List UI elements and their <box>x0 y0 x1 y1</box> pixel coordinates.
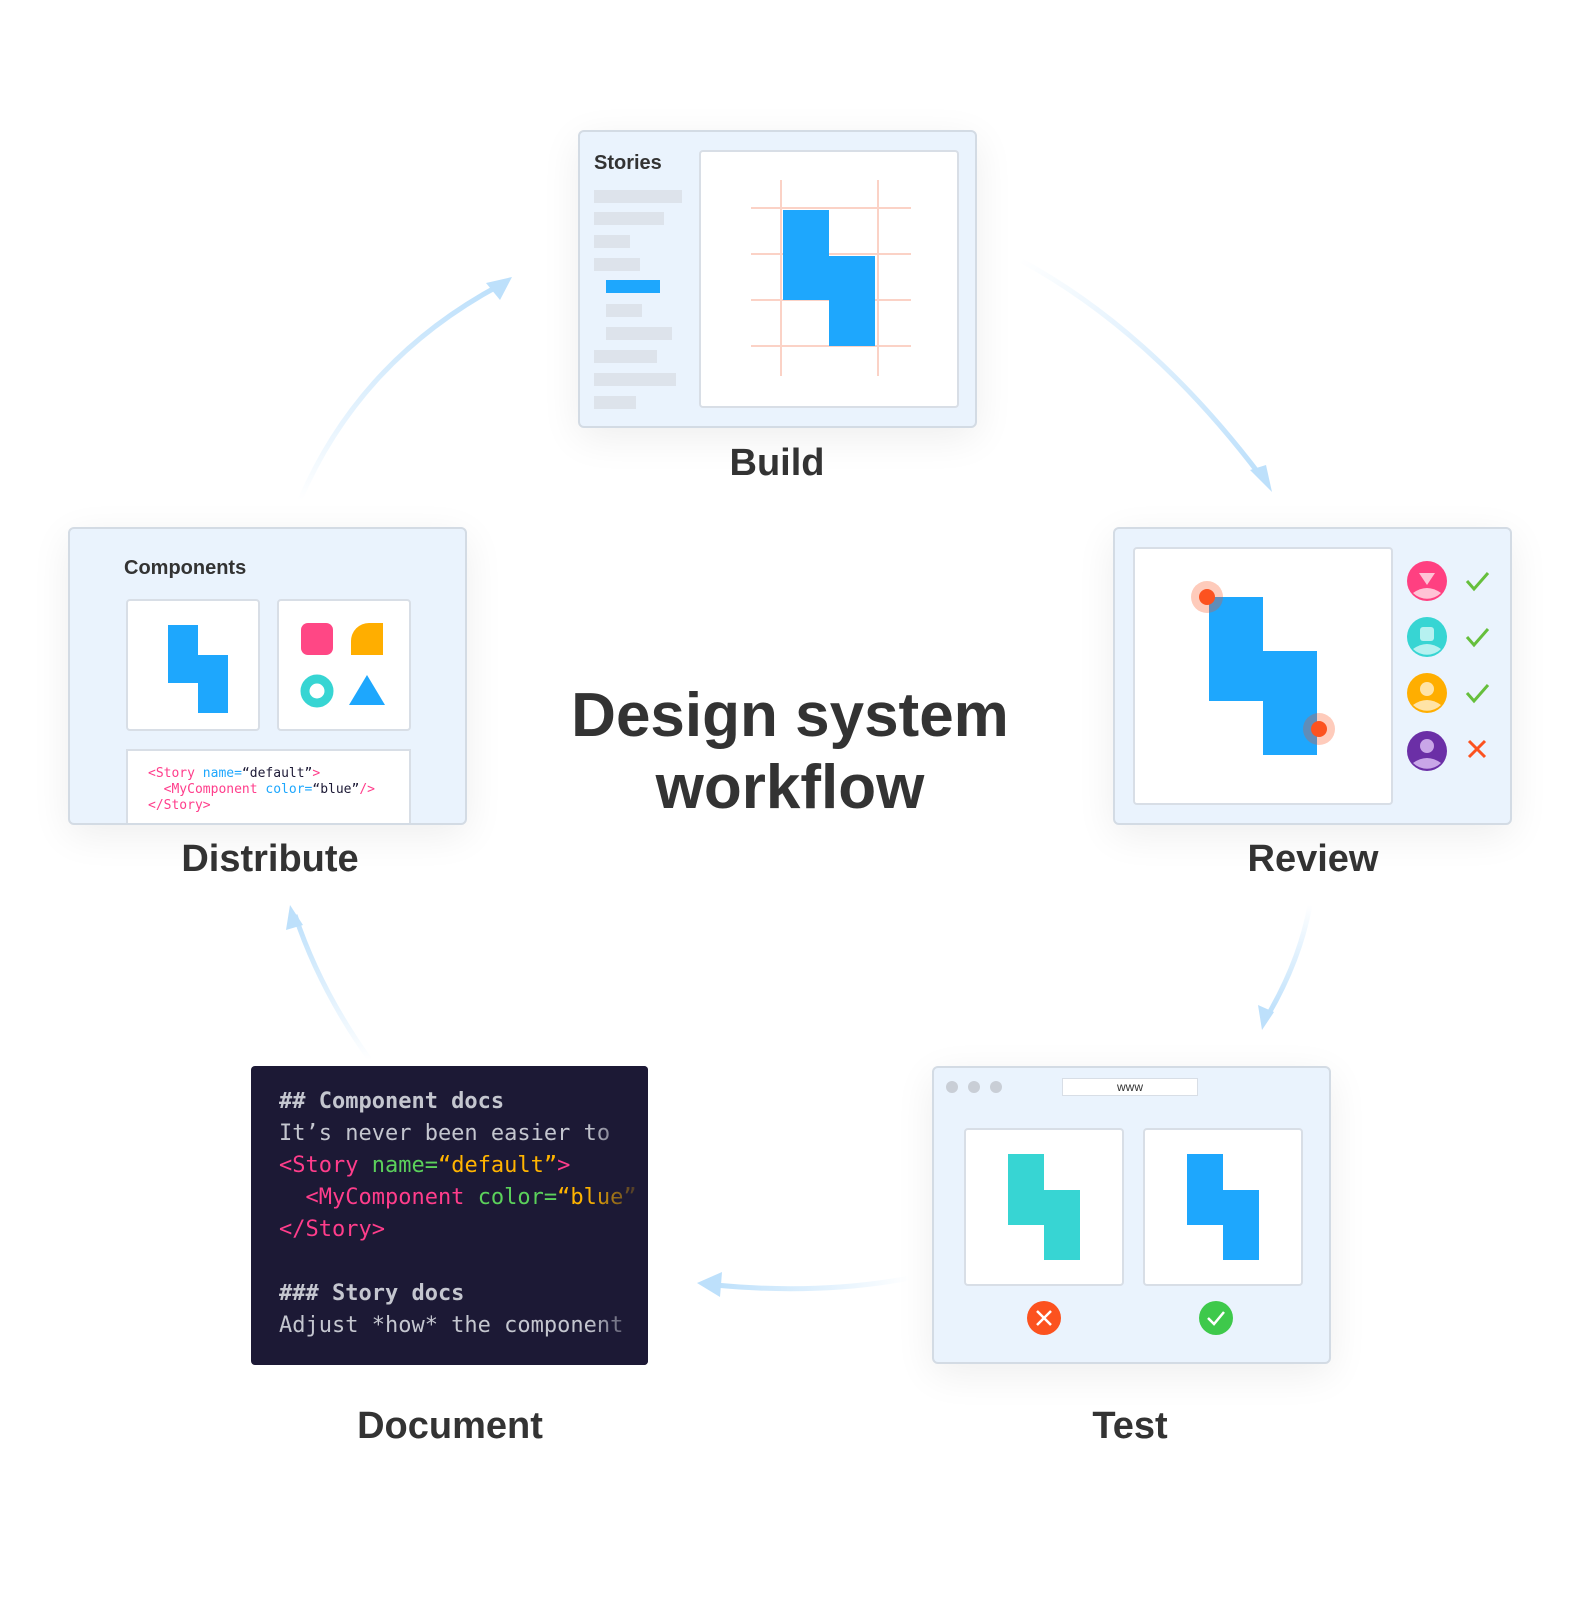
arrow-document-to-distribute <box>286 905 373 1062</box>
doc-text: It’s never been easier to <box>279 1121 611 1146</box>
new-snapshot <box>1143 1128 1303 1286</box>
story-item[interactable] <box>594 373 676 386</box>
title-line-1: Design system <box>571 681 1009 750</box>
document-code-panel: ## Component docs It’s never been easier… <box>251 1066 648 1365</box>
doc-code-line: <Story name=“default”> <box>279 1153 571 1178</box>
reviewer-avatar[interactable] <box>1407 617 1447 657</box>
story-item-selected[interactable] <box>606 280 660 293</box>
reject-icon[interactable] <box>1026 1300 1062 1336</box>
story-item[interactable] <box>606 304 642 317</box>
story-item[interactable] <box>606 327 672 340</box>
square-icon <box>301 623 333 655</box>
reviewer-list <box>1407 561 1490 771</box>
story-item[interactable] <box>594 235 630 248</box>
stories-heading: Stories <box>594 152 662 174</box>
component-tile[interactable] <box>126 599 260 731</box>
components-heading: Components <box>124 557 247 579</box>
diagram-title: Design system workflow <box>470 680 1110 824</box>
arrow-test-to-document <box>697 1272 911 1297</box>
story-canvas <box>699 150 959 408</box>
review-card <box>1113 527 1512 825</box>
test-card: www <box>932 1066 1331 1364</box>
component-tile[interactable] <box>277 599 411 731</box>
check-icon <box>1465 684 1490 704</box>
test-label: Test <box>1092 1405 1168 1447</box>
build-label: Build <box>729 442 825 484</box>
cross-icon <box>1467 739 1487 759</box>
review-canvas <box>1133 547 1393 805</box>
url-bar[interactable]: www <box>1062 1078 1198 1096</box>
story-item[interactable] <box>594 350 657 363</box>
baseline-snapshot <box>964 1128 1124 1286</box>
review-label: Review <box>1247 838 1379 880</box>
reviewer-avatar[interactable] <box>1407 731 1447 771</box>
distribute-card: Components <Story name=“default”> <MyCom… <box>68 527 467 825</box>
title-line-2: workflow <box>655 753 925 822</box>
arrow-review-to-test <box>1258 904 1313 1030</box>
document-label: Document <box>357 1405 543 1447</box>
story-item[interactable] <box>594 258 640 271</box>
doc-subheading: ### Story docs <box>279 1281 465 1306</box>
ring-icon <box>300 674 334 708</box>
story-item[interactable] <box>594 396 636 409</box>
arrow-build-to-review <box>1018 257 1272 492</box>
component-snippet: <Story name=“default”> <MyComponent colo… <box>126 749 411 823</box>
grid-component-preview <box>751 180 911 376</box>
distribute-label: Distribute <box>181 838 359 880</box>
doc-heading: ## Component docs <box>279 1089 505 1114</box>
arrow-distribute-to-build <box>297 277 512 501</box>
doc-code-line: </Story> <box>279 1217 385 1242</box>
reviewer-avatar[interactable] <box>1407 673 1447 713</box>
build-card: Stories <box>578 130 977 428</box>
review-component-preview <box>1191 581 1335 755</box>
story-item[interactable] <box>594 212 664 225</box>
accept-icon[interactable] <box>1198 1300 1234 1336</box>
triangle-icon <box>349 675 385 705</box>
doc-text: Adjust *how* the component <box>279 1313 624 1338</box>
check-icon <box>1465 572 1490 592</box>
quarter-circle-icon <box>351 623 383 655</box>
window-controls <box>946 1081 1002 1093</box>
story-item[interactable] <box>594 190 682 203</box>
check-icon <box>1465 628 1490 648</box>
reviewer-avatar[interactable] <box>1407 561 1447 601</box>
